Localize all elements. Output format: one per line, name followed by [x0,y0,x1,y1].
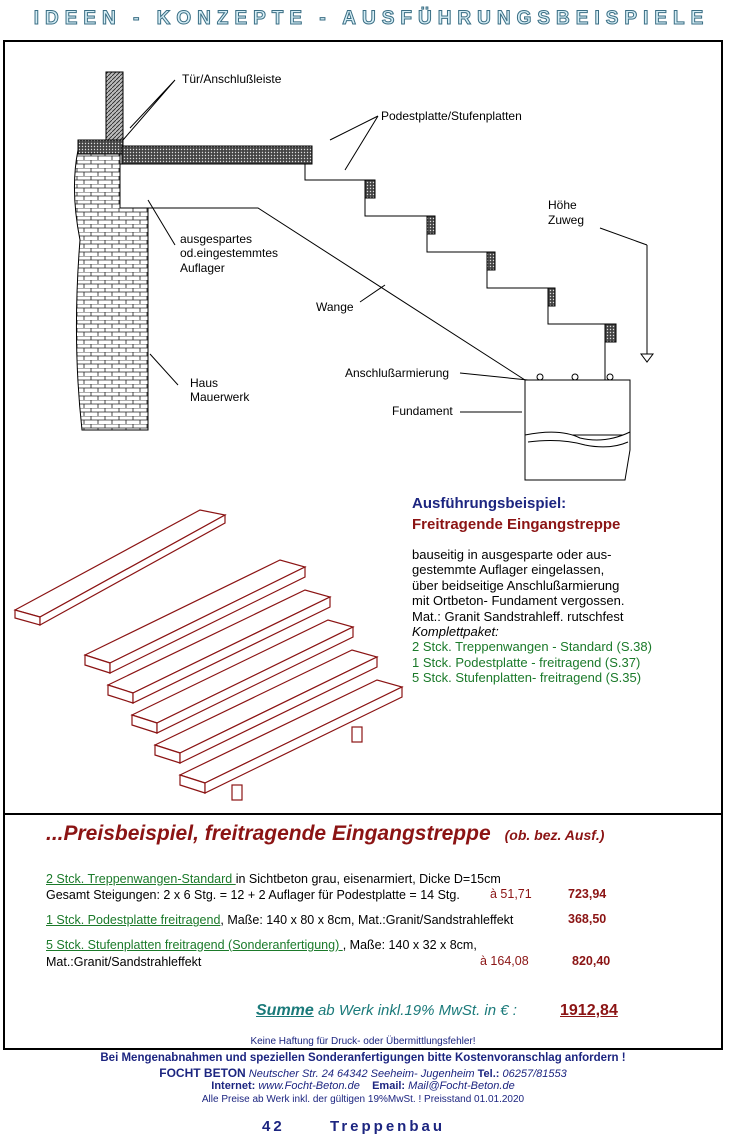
label-stringer: Wange [316,300,354,314]
internet-link[interactable]: www.Focht-Beton.de [255,1080,360,1092]
item-1-line-2: Gesamt Steigungen: 2 x 6 Stg. = 12 + 2 A… [46,888,460,902]
package-item: 5 Stck. Stufenplatten- freitragend (S.35… [412,670,642,686]
example-line: mit Ortbeton- Fundament vergossen. [412,593,625,609]
example-line: bauseitig in ausgesparte oder aus- [412,547,612,562]
internet-label: Internet: [211,1080,256,1092]
section-title: Treppenbau [330,1118,446,1135]
door-frame [105,71,124,141]
item-3-text: , Maße: 140 x 32 x 8cm, [342,938,477,952]
house-wall [73,149,149,431]
package-item: 2 Stck. Treppenwangen - Standard (S.38) [412,639,652,655]
label-height-2: Zuweg [548,213,585,227]
item-1-unit-price: à 51,71 [490,887,532,901]
sum-label: Summe ab Werk inkl.19% MwSt. in € : [256,1002,517,1020]
sum-label-word: Summe [256,1002,314,1019]
footer-contact: Internet: www.Focht-Beton.de Email: Mail… [3,1080,723,1092]
company-name: FOCHT BETON [159,1066,246,1080]
example-line: Mat.: Granit Sandstrahleff. rutschfest [412,608,624,624]
pricing-title-note: (ob. bez. Ausf.) [504,827,605,843]
company-address: Neutscher Str. 24 64342 Seeheim- Jugenhe… [245,1068,478,1080]
example-line: gestemmte Auflager eingelassen, [412,562,605,578]
example-title: Ausführungsbeispiel: Freitragende Eingan… [412,493,620,535]
price-item-2: 1 Stck. Podestplatte freitragend, Maße: … [46,912,513,928]
package-label: Komplettpaket: [412,624,499,640]
iso-landing [13,509,227,618]
tel-label: Tel.: [477,1068,500,1080]
example-title-2: Freitragende Eingangstreppe [412,516,621,533]
item-1-link[interactable]: 2 Stck. Treppenwangen-Standard [46,872,236,886]
prices-note: Alle Preise ab Werk inkl. der gültigen 1… [201,1094,525,1105]
item-2-text: , Maße: 140 x 80 x 8cm, Mat.:Granit/Sand… [220,913,514,927]
page-number: 42 [262,1118,285,1135]
label-support-3: Auflager [180,261,225,275]
package-item: 1 Stck. Podestplatte - freitragend (S.37… [412,654,641,670]
item-2-link[interactable]: 1 Stck. Podestplatte freitragend [46,913,221,927]
pricing-title: ...Preisbeispiel, freitragende Eingangst… [46,822,604,846]
example-title-1: Ausführungsbeispiel: [412,495,567,512]
label-foundation: Fundament [392,404,453,418]
stringer [119,163,606,381]
disclaimer: Keine Haftung für Druck- oder Übermittlu… [250,1036,476,1047]
wall-cap [77,139,124,155]
sum-label-text: ab Werk inkl.19% MwSt. in € : [317,1002,517,1019]
label-door: Tür/Anschlußleiste [182,72,282,86]
foundation [524,379,631,436]
label-support-2: od.eingestemmtes [180,246,279,260]
price-item-3-line-1: 5 Stck. Stufenplatten freitragend (Sonde… [46,937,477,953]
label-house-2: Mauerwerk [190,390,250,404]
sum-value: 1912,84 [560,1002,618,1019]
label-landing: Podestplatte/Stufenplatten [381,109,522,123]
item-3-link[interactable]: 5 Stck. Stufenplatten freitragend (Sonde… [46,938,343,952]
item-1-text: in Sichtbeton grau, eisenarmiert, Dicke … [235,872,501,886]
pricing-frame [3,813,723,1050]
email-label: Email: [372,1080,406,1092]
tel-number: 06257/81553 [499,1068,567,1080]
example-line: über beidseitige Anschlußarmierung [412,577,620,593]
footer-notice: Bei Mengenabnahmen und speziellen Sonder… [100,1052,626,1064]
label-rebar: Anschlußarmierung [345,366,450,380]
item-3-amount: 820,40 [572,954,611,968]
item-1-amount: 723,94 [568,887,607,901]
example-description: bauseitig in ausgesparte oder aus- geste… [412,547,652,686]
label-height-1: Höhe [548,198,577,212]
price-item-1-line-1: 2 Stck. Treppenwangen-Standard in Sichtb… [46,871,501,887]
item-2-amount: 368,50 [568,912,607,926]
stair-section-drawing [73,71,654,481]
item-3-unit-price: à 164,08 [480,954,529,968]
page-header: IDEEN - KONZEPTE - AUSFÜHRUNGSBEISPIELE [33,8,710,30]
landing-slab [121,145,313,165]
stair-isometric-drawing [13,509,404,801]
footer-company: FOCHT BETON Neutscher Str. 24 64342 Seeh… [3,1066,723,1080]
pricing-title-text: ...Preisbeispiel, freitragende Eingangst… [46,822,491,845]
label-support-1: ausgespartes [180,232,253,246]
label-house-1: Haus [190,376,219,390]
item-3-line-2: Mat.:Granit/Sandstrahleffekt [46,955,202,969]
email-link[interactable]: Mail@Focht-Beton.de [405,1080,515,1092]
